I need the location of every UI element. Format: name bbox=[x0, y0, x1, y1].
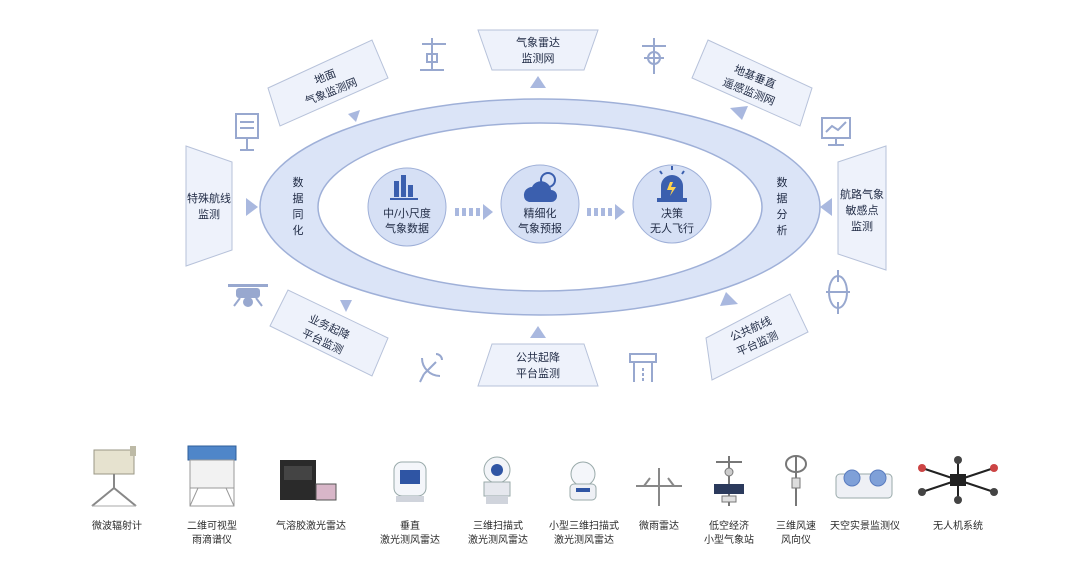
equipment-label-7: 微雨雷达 bbox=[639, 521, 679, 532]
svg-text:析: 析 bbox=[777, 223, 788, 237]
svg-text:平台监测: 平台监测 bbox=[516, 366, 560, 380]
svg-text:气象数据: 气象数据 bbox=[385, 221, 429, 235]
microwave-radiometer-icon bbox=[82, 440, 152, 510]
alarm-light-icon bbox=[657, 166, 687, 202]
svg-text:据: 据 bbox=[777, 191, 788, 205]
drone-icon bbox=[912, 454, 1004, 506]
bar-chart-icon bbox=[390, 175, 418, 200]
panel-left: 特殊航线 监测 bbox=[185, 145, 233, 267]
weather-mast-icon bbox=[420, 38, 446, 71]
arrow-left bbox=[246, 198, 258, 216]
drone-camera-icon bbox=[228, 284, 268, 307]
equipment-label-11: 无人机系统 bbox=[933, 521, 983, 532]
svg-text:无人飞行: 无人飞行 bbox=[650, 222, 694, 235]
equipment-label-5: 三维扫描式激光测风雷达 bbox=[468, 521, 528, 546]
panel-bottom-center: 公共起降 平台监测 bbox=[477, 343, 599, 387]
svg-text:数: 数 bbox=[777, 176, 788, 189]
stage-decision: 决策 无人飞行 bbox=[632, 164, 712, 244]
stage-forecast: 精细化 气象预报 bbox=[500, 164, 580, 244]
equipment-label-10: 天空实景监测仪 bbox=[830, 521, 900, 532]
equipment-label-8: 低空经济小型气象站 bbox=[704, 521, 754, 546]
mini-3d-lidar-icon bbox=[560, 458, 606, 506]
svg-text:气象预报: 气象预报 bbox=[518, 221, 562, 235]
flow-arrow-1 bbox=[455, 204, 493, 220]
signboard-icon bbox=[235, 113, 259, 151]
micro-rain-radar-icon bbox=[632, 462, 686, 508]
equipment-label-1: 微波辐射计 bbox=[92, 521, 142, 532]
monitor-icon bbox=[821, 117, 851, 146]
svg-text:特殊航线: 特殊航线 bbox=[187, 191, 231, 205]
arrow-top-right bbox=[730, 106, 748, 120]
vertical-wind-lidar-icon bbox=[388, 458, 432, 506]
stage-data: 中/小尺度 气象数据 bbox=[367, 167, 447, 247]
panel-top-center: 气象雷达 监测网 bbox=[477, 29, 599, 71]
svg-text:精细化: 精细化 bbox=[524, 206, 557, 220]
aerosol-lidar-icon bbox=[276, 456, 340, 506]
ring-label-left: 数 据 同 化 bbox=[293, 176, 304, 237]
panel-top-left: 地面 气象监测网 bbox=[267, 39, 389, 127]
ring-label-right: 数 据 分 析 bbox=[777, 176, 788, 237]
equipment-label-2: 二维可视型雨滴谱仪 bbox=[187, 521, 237, 546]
weather-station-icon bbox=[706, 452, 752, 508]
panel-right: 航路气象 敏感点 监测 bbox=[837, 145, 887, 271]
svg-text:气象雷达: 气象雷达 bbox=[516, 35, 560, 49]
svg-text:监测: 监测 bbox=[851, 220, 873, 233]
svg-text:监测网: 监测网 bbox=[522, 52, 555, 65]
arrow-bottom-right bbox=[720, 292, 738, 306]
svg-text:公共起降: 公共起降 bbox=[516, 350, 560, 364]
panel-bottom-right: 公共航线 平台监测 bbox=[705, 293, 809, 381]
svg-text:监测: 监测 bbox=[198, 208, 220, 221]
3d-scanning-lidar-icon bbox=[472, 454, 522, 508]
svg-text:航路气象: 航路气象 bbox=[840, 187, 884, 201]
svg-text:数: 数 bbox=[293, 176, 304, 189]
svg-text:敏感点: 敏感点 bbox=[846, 203, 879, 217]
gate-icon bbox=[629, 353, 657, 382]
panel-bottom-left: 业务起降 平台监测 bbox=[269, 289, 389, 377]
2d-disdrometer-icon bbox=[182, 440, 242, 510]
arrow-top-center bbox=[530, 76, 546, 88]
svg-text:中/小尺度: 中/小尺度 bbox=[383, 206, 431, 220]
wind-vane-icon bbox=[642, 38, 666, 74]
equipment-label-3: 气溶胶激光雷达 bbox=[276, 521, 346, 532]
arrow-top-left bbox=[348, 110, 360, 122]
sky-imager-icon bbox=[832, 464, 896, 506]
svg-text:分: 分 bbox=[777, 208, 788, 221]
flow-arrow-2 bbox=[587, 204, 625, 220]
cloud-sun-icon bbox=[523, 172, 557, 202]
equipment-label-9: 三维风速风向仪 bbox=[776, 521, 816, 546]
satellite-dish-icon bbox=[419, 353, 443, 383]
equipment-label-4: 垂直激光测风雷达 bbox=[380, 521, 440, 546]
svg-text:同: 同 bbox=[293, 208, 304, 221]
3d-anemometer-icon bbox=[776, 452, 816, 508]
svg-text:据: 据 bbox=[293, 191, 304, 205]
svg-text:决策: 决策 bbox=[661, 206, 683, 220]
panel-top-right: 地基垂直 遥感监测网 bbox=[691, 39, 813, 127]
crosshair-icon bbox=[826, 270, 850, 314]
arrow-bottom-left bbox=[340, 300, 352, 312]
equipment-label-6: 小型三维扫描式激光测风雷达 bbox=[549, 521, 619, 546]
svg-text:化: 化 bbox=[293, 223, 304, 237]
arrow-bottom-center bbox=[530, 326, 546, 338]
arrow-right bbox=[820, 198, 832, 216]
